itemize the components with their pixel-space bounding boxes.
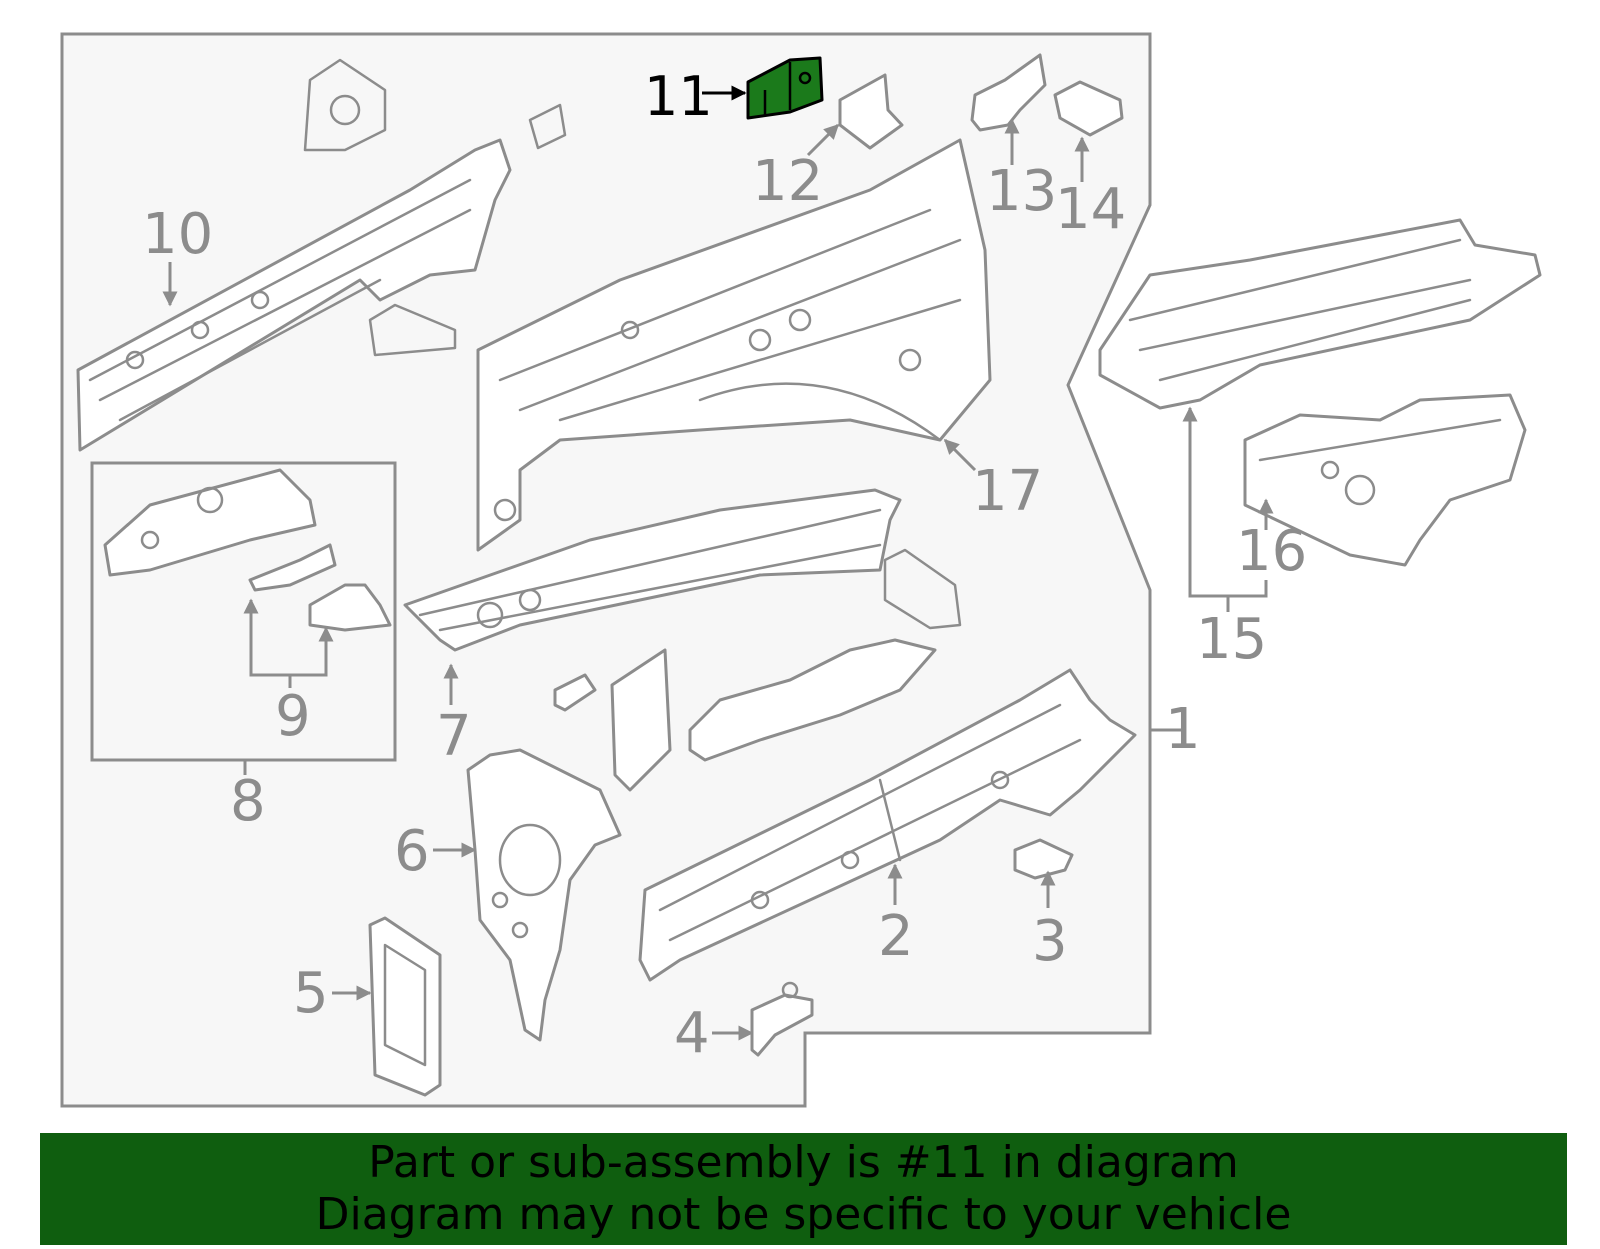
callout-13: 13 [986, 159, 1057, 224]
callout-15: 15 [1196, 607, 1267, 672]
callout-6: 6 [394, 819, 430, 884]
callout-11: 11 [644, 65, 713, 128]
callout-14: 14 [1055, 177, 1126, 242]
part-11-bracket[interactable] [746, 56, 824, 120]
callout-17: 17 [972, 459, 1043, 524]
part-small-bracket-b [610, 648, 672, 792]
banner-line-2: Diagram may not be specific to your vehi… [315, 1189, 1292, 1240]
callout-5: 5 [293, 961, 329, 1026]
callout-10: 10 [142, 202, 213, 267]
callout-4: 4 [674, 1001, 710, 1066]
part-14-bracket [1053, 80, 1124, 137]
part-2-rail [638, 668, 1137, 982]
part-4-stud-bracket [750, 981, 814, 1057]
part-15-rail [1098, 218, 1542, 410]
part-10-rail [76, 58, 567, 452]
part-17-apron [476, 138, 992, 552]
banner-line-1: Part or sub-assembly is #11 in diagram [368, 1137, 1239, 1188]
leader-lines [162, 85, 1274, 1041]
part-7-rail [403, 488, 962, 652]
part-5-plate [368, 916, 442, 1097]
part-13-bracket [970, 53, 1047, 132]
callout-3: 3 [1032, 909, 1068, 974]
callout-12: 12 [752, 149, 823, 214]
part-12-bracket [838, 73, 904, 150]
part-8-assembly [103, 468, 392, 632]
part-16-member [1243, 393, 1527, 567]
callout-9: 9 [275, 684, 311, 749]
callout-7: 7 [436, 704, 472, 769]
info-banner: Part or sub-assembly is #11 in diagram D… [40, 1133, 1567, 1245]
callout-16: 16 [1236, 519, 1307, 584]
part-3-bracket [1013, 838, 1074, 880]
callout-8: 8 [230, 769, 266, 834]
callout-2: 2 [878, 904, 914, 969]
part-reinforcement [688, 638, 937, 762]
callout-1: 1 [1165, 697, 1201, 762]
part-small-bracket-a [553, 673, 597, 712]
part-6-panel [466, 748, 622, 1042]
